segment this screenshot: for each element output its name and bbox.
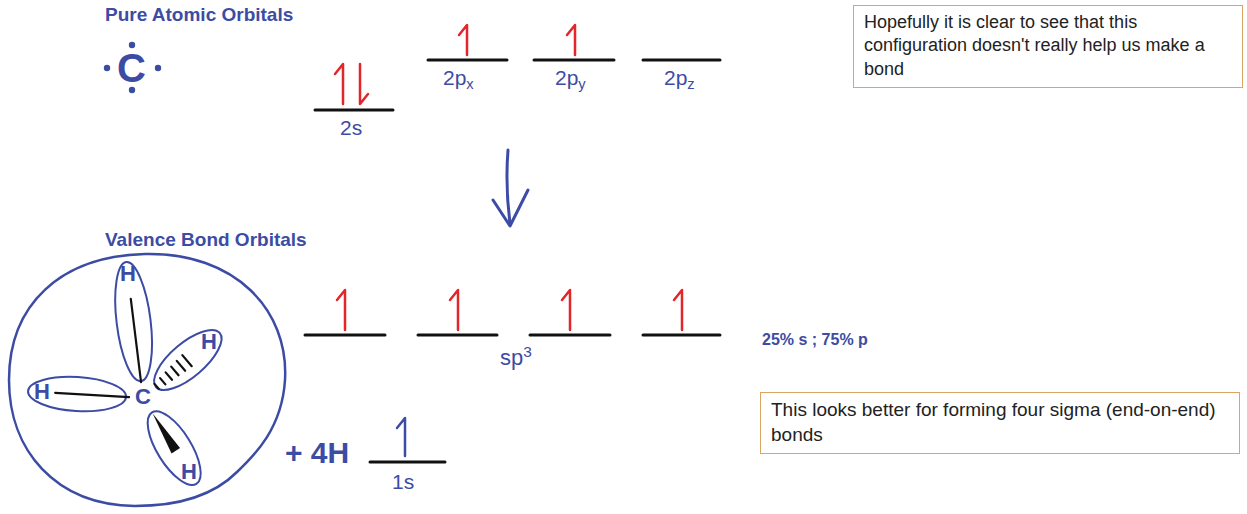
transform-arrow: [493, 150, 528, 226]
hydrogen-atom: H: [201, 330, 217, 354]
section-heading: Pure Atomic Orbitals: [105, 5, 293, 26]
hydrogen-atom: H: [120, 262, 136, 286]
reactant-label: + 4H: [285, 436, 349, 469]
composition-note: 25% s ; 75% p: [762, 331, 868, 349]
wedge-bond: [153, 413, 181, 453]
orbital-levels: [305, 60, 720, 462]
electron-spins: [335, 25, 682, 330]
section-heading: Valence Bond Orbitals: [105, 230, 307, 251]
note-text: Hopefully it is clear to see that this c…: [864, 11, 1232, 81]
lewis-dots: [104, 42, 161, 93]
orbital-label: sp3: [500, 344, 532, 371]
orbital-label: 2py: [555, 66, 586, 92]
orbital-label: 2px: [443, 66, 474, 92]
note-box: This looks better for forming four sigma…: [760, 392, 1240, 454]
note-box: Hopefully it is clear to see that this c…: [853, 5, 1243, 88]
carbon-atom: C: [135, 385, 151, 409]
bond-lines: [55, 299, 192, 397]
enclosing-circle: [9, 254, 285, 506]
lewis-symbol: C: [117, 46, 146, 90]
hydrogen-atom: H: [34, 380, 50, 404]
orbital-label: 1s: [392, 470, 414, 493]
methane-outline: H H H C H: [5, 250, 290, 510]
hydrogen-atom: H: [181, 460, 197, 484]
orbital-lobes: [27, 260, 231, 493]
orbital-label: 2pz: [664, 66, 695, 92]
orbital-label: 2s: [340, 116, 362, 139]
note-text: This looks better for forming four sigma…: [771, 398, 1229, 447]
hydrogen-spin: [397, 418, 405, 456]
